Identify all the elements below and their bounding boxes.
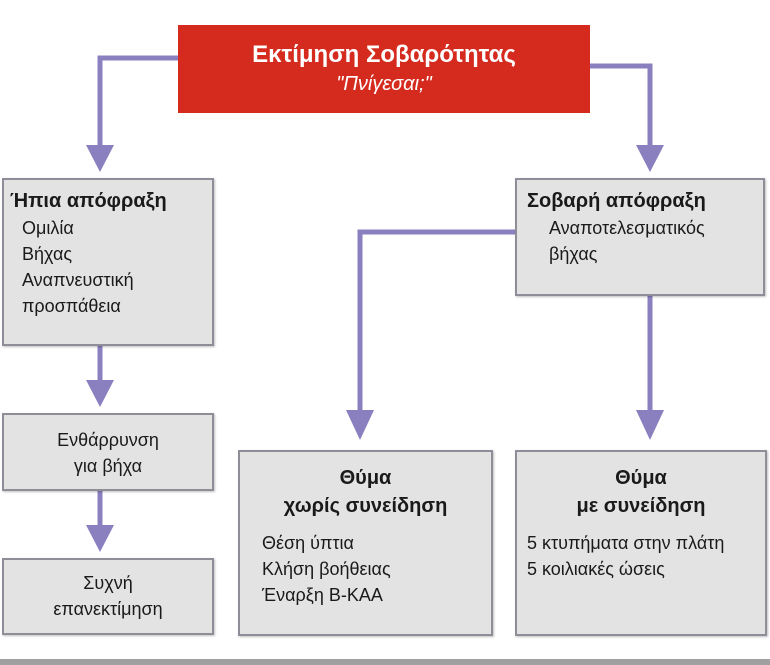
arrow-severe-to-unconscious: [357, 229, 515, 415]
mild-item: Αναπνευστική: [22, 270, 134, 290]
conscious-item: 5 κτυπήματα στην πλάτη: [527, 533, 725, 553]
mild-title: Ήπια απόφραξη: [10, 190, 167, 212]
mild-item: προσπάθεια: [22, 296, 121, 316]
unconscious-item: Θέση ύπτια: [262, 533, 354, 553]
arrow-root-to-mild: [97, 55, 178, 150]
conscious-title: Θύμα: [615, 467, 667, 489]
encourage-cough-box: Ενθάρρυνση για βήχα: [2, 413, 214, 491]
encourage-line: Ενθάρρυνση: [57, 430, 159, 450]
severe-item: βήχας: [549, 244, 598, 264]
arrowhead-icon: [86, 525, 114, 552]
arrow-root-to-severe: [590, 63, 653, 150]
mild-obstruction-box: Ήπια απόφραξη Ομιλία Βήχας Αναπνευστική …: [2, 178, 214, 346]
reassess-line: επανεκτίμηση: [53, 599, 163, 619]
conscious-title: με συνείδηση: [576, 495, 706, 517]
unconscious-title: χωρίς συνείδηση: [283, 495, 448, 517]
encourage-line: για βήχα: [73, 456, 143, 476]
arrowhead-icon: [86, 380, 114, 407]
severe-title: Σοβαρή απόφραξη: [527, 190, 706, 212]
severity-assessment-box: Εκτίμηση Σοβαρότητας "Πνίγεσαι;": [178, 25, 590, 113]
arrowhead-icon: [636, 145, 664, 172]
root-subtitle: "Πνίγεσαι;": [336, 73, 432, 95]
unconscious-victim-box: Θύμα χωρίς συνείδηση Θέση ύπτια Κλήση βο…: [238, 450, 493, 636]
bottom-border: [0, 659, 770, 665]
unconscious-item: Κλήση βοήθειας: [262, 559, 391, 579]
unconscious-item: Έναρξη Β-ΚΑΑ: [262, 585, 383, 605]
conscious-item: 5 κοιλιακές ώσεις: [527, 559, 665, 579]
severe-obstruction-box: Σοβαρή απόφραξη Αναποτελεσματικός βήχας: [515, 178, 765, 296]
frequent-reassessment-box: Συχνή επανεκτίμηση: [2, 558, 214, 635]
unconscious-title: Θύμα: [339, 467, 392, 489]
mild-item: Βήχας: [22, 244, 73, 264]
root-title: Εκτίμηση Σοβαρότητας: [252, 41, 516, 68]
mild-item: Ομιλία: [22, 218, 74, 238]
severe-item: Αναποτελεσματικός: [549, 218, 705, 238]
arrowhead-icon: [86, 145, 114, 172]
arrowhead-icon: [346, 410, 374, 440]
reassess-line: Συχνή: [83, 573, 133, 593]
conscious-victim-box: Θύμα με συνείδηση 5 κτυπήματα στην πλάτη…: [515, 450, 767, 636]
arrowhead-icon: [636, 410, 664, 440]
